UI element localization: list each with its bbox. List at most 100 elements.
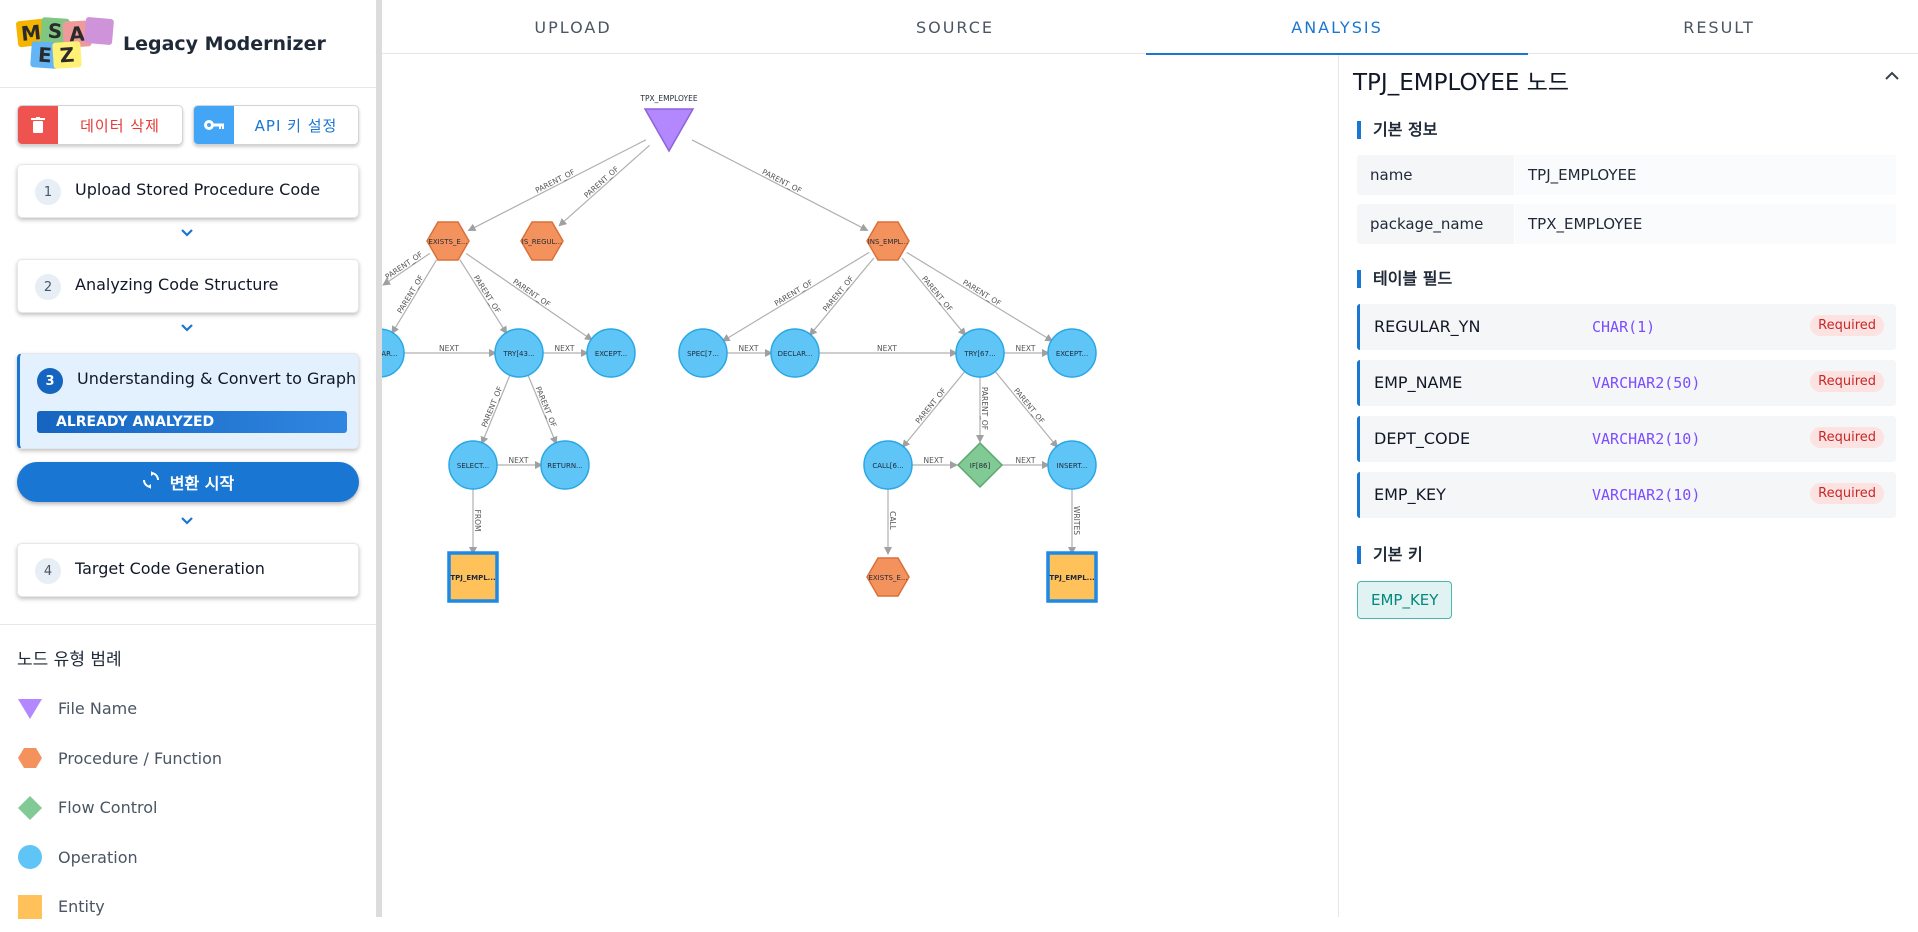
graph-node-shape[interactable] — [540, 440, 590, 490]
graph-node-op[interactable]: RETURN... — [540, 440, 590, 490]
graph-node-shape[interactable] — [1047, 328, 1097, 378]
graph-node-shape[interactable] — [863, 440, 913, 490]
chevron-up-icon[interactable] — [1884, 65, 1900, 86]
tab-analysis[interactable]: ANALYSIS — [1146, 0, 1528, 55]
graph-node-op[interactable]: EXCEPT... — [1047, 328, 1097, 378]
table-field-row: EMP_NAME VARCHAR2(50) Required — [1357, 360, 1896, 406]
graph-node-label: SELECT... — [457, 462, 489, 470]
chevron-down-icon — [180, 226, 194, 242]
delete-data-label: 데이터 삭제 — [80, 116, 160, 135]
graph-node-label: DECLAR... — [382, 350, 397, 358]
graph-node-op[interactable]: EXCEPT... — [586, 328, 636, 378]
graph-edge-parent-of — [721, 251, 870, 342]
graph-node-flow[interactable]: IF[86] — [956, 441, 1004, 489]
app-title: Legacy Modernizer — [123, 32, 326, 55]
graph-node-shape[interactable] — [866, 221, 910, 261]
graph-node-label: EXISTS_E... — [428, 238, 467, 246]
graph-node-label: RETURN... — [547, 462, 582, 470]
step-label: Upload Stored Procedure Code — [75, 180, 321, 199]
graph-node-proc[interactable]: INS_EMPL... — [866, 221, 910, 261]
required-badge: Required — [1810, 427, 1884, 448]
required-badge: Required — [1810, 315, 1884, 336]
graph-node-shape[interactable] — [1046, 551, 1098, 603]
graph-node-op[interactable]: CALL[6... — [863, 440, 913, 490]
step-1-upload[interactable]: 1 Upload Stored Procedure Code — [17, 164, 359, 218]
chevron-down-icon — [180, 514, 194, 530]
legend-item-operation: Operation — [17, 833, 359, 883]
start-conversion-button[interactable]: 변환 시작 — [17, 462, 359, 502]
graph-edge-parent-of — [906, 251, 1054, 342]
graph-node-shape[interactable] — [770, 328, 820, 378]
table-fields-title: 테이블 필드 — [1357, 270, 1452, 288]
graph-node-proc[interactable]: EXISTS_E... — [866, 557, 910, 597]
graph-edge-label: FROM — [473, 510, 482, 532]
graph-edge-label: PARENT_OF — [980, 387, 989, 430]
graph-node-shape[interactable] — [866, 557, 910, 597]
graph-node-shape[interactable] — [382, 328, 405, 378]
graph-node-label: IF[86] — [970, 462, 991, 470]
graph-node-shape[interactable] — [1047, 440, 1097, 490]
graph-edge-label: PARENT_OF — [761, 167, 804, 195]
graph-edge-parent-of — [382, 252, 431, 286]
legend-item-flow-control: Flow Control — [17, 783, 359, 833]
step-number: 1 — [35, 179, 61, 205]
step-number: 4 — [35, 558, 61, 584]
triangle-icon — [17, 696, 43, 722]
graph-edge-label: NEXT — [439, 344, 459, 353]
graph-node-shape[interactable] — [448, 440, 498, 490]
graph-node-shape[interactable] — [426, 221, 470, 261]
graph-node-shape[interactable] — [586, 328, 636, 378]
graph-node-label: TPJ_EMPL... — [450, 574, 495, 582]
graph-node-shape[interactable] — [955, 328, 1005, 378]
graph-node-op[interactable]: DECLAR... — [382, 328, 405, 378]
square-icon — [17, 894, 43, 920]
graph-edge-parent-of — [809, 257, 875, 337]
api-key-settings-button[interactable]: API 키 설정 — [193, 105, 359, 145]
graph-node-op[interactable]: TRY[67... — [955, 328, 1005, 378]
node-type-legend: 노드 유형 범례 File Name Procedure / Function … — [0, 624, 376, 932]
graph-edge-label: NEXT — [877, 344, 897, 353]
graph-edge-label: PARENT_OF — [534, 167, 577, 195]
graph-node-entity[interactable]: TPJ_EMPL... — [1046, 551, 1098, 603]
graph-node-shape[interactable] — [520, 221, 564, 261]
graph-edge-parent-of — [391, 259, 438, 335]
graph-node-shape[interactable] — [494, 328, 544, 378]
graph-node-shape[interactable] — [678, 328, 728, 378]
panel-title: TPJ_EMPLOYEE 노드 — [1353, 70, 1570, 96]
graph-edge-parent-of — [467, 139, 647, 232]
graph-node-entity[interactable]: TPJ_EMPL... — [447, 551, 499, 603]
graph-node-op[interactable]: TRY[43... — [494, 328, 544, 378]
graph-node-proc[interactable]: EXISTS_E... — [426, 221, 470, 261]
tab-upload[interactable]: UPLOAD — [534, 17, 612, 37]
tab-result[interactable]: RESULT — [1683, 17, 1755, 37]
step-2-analyze[interactable]: 2 Analyzing Code Structure — [17, 259, 359, 313]
graph-edge-label: PARENT_OF — [773, 278, 815, 308]
graph-node-op[interactable]: SPEC[7... — [678, 328, 728, 378]
graph-node-file[interactable]: TPX_EMPLOYEE — [639, 94, 698, 153]
api-key-label: API 키 설정 — [254, 116, 338, 135]
graph-node-proc[interactable]: IS_REGUL... — [520, 221, 564, 261]
graph-node-op[interactable]: DECLAR... — [770, 328, 820, 378]
graph-node-shape[interactable] — [956, 441, 1004, 489]
graph-node-label: INS_EMPL... — [868, 238, 909, 246]
graph-edge-label: NEXT — [555, 344, 575, 353]
graph-node-shape[interactable] — [643, 108, 695, 153]
tab-source[interactable]: SOURCE — [915, 17, 995, 37]
graph-node-op[interactable]: INSERT... — [1047, 440, 1097, 490]
graph-node-label: SPEC[7... — [687, 350, 719, 358]
delete-data-button[interactable]: 데이터 삭제 — [17, 105, 183, 145]
graph-node-op[interactable]: SELECT... — [448, 440, 498, 490]
graph-edge-label: NEXT — [509, 456, 529, 465]
step-4-target-code[interactable]: 4 Target Code Generation — [17, 543, 359, 597]
sidebar-resize-handle[interactable] — [376, 0, 382, 917]
graph-node-shape[interactable] — [447, 551, 499, 603]
graph-edge-label: NEXT — [1016, 456, 1036, 465]
step-label: Understanding & Convert to Graph — [77, 369, 357, 388]
primary-key-chip[interactable]: EMP_KEY — [1357, 581, 1453, 619]
info-row-name: name TPJ_EMPLOYEE — [1357, 155, 1896, 195]
step-3-convert-graph[interactable]: 3 Understanding & Convert to Graph ALREA… — [17, 353, 359, 449]
graph-node-label: CALL[6... — [872, 462, 903, 470]
graph-edge-label: PARENT_OF — [821, 274, 856, 313]
